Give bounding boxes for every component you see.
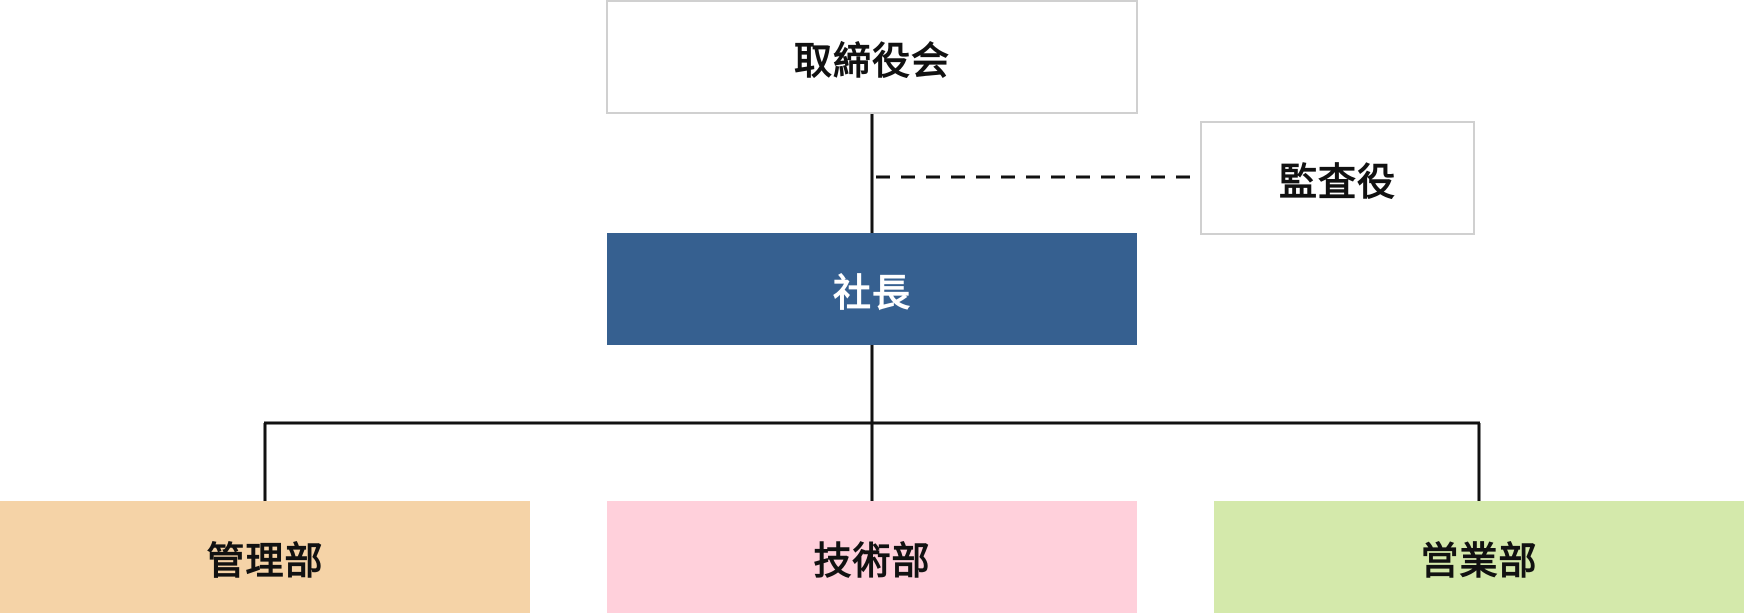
president-box: 社長 bbox=[607, 233, 1137, 345]
board-of-directors-label: 取締役会 bbox=[793, 38, 950, 83]
sales-department-label: 営業部 bbox=[1420, 538, 1538, 583]
auditor-box: 監査役 bbox=[1200, 121, 1475, 235]
board-of-directors-box: 取締役会 bbox=[606, 0, 1138, 114]
auditor-label: 監査役 bbox=[1278, 159, 1396, 204]
sales-department-box: 営業部 bbox=[1214, 501, 1744, 613]
tech-department-box: 技術部 bbox=[607, 501, 1137, 613]
tech-department-label: 技術部 bbox=[813, 538, 931, 583]
admin-department-label: 管理部 bbox=[206, 538, 324, 583]
admin-department-box: 管理部 bbox=[0, 501, 530, 613]
president-label: 社長 bbox=[832, 270, 911, 315]
